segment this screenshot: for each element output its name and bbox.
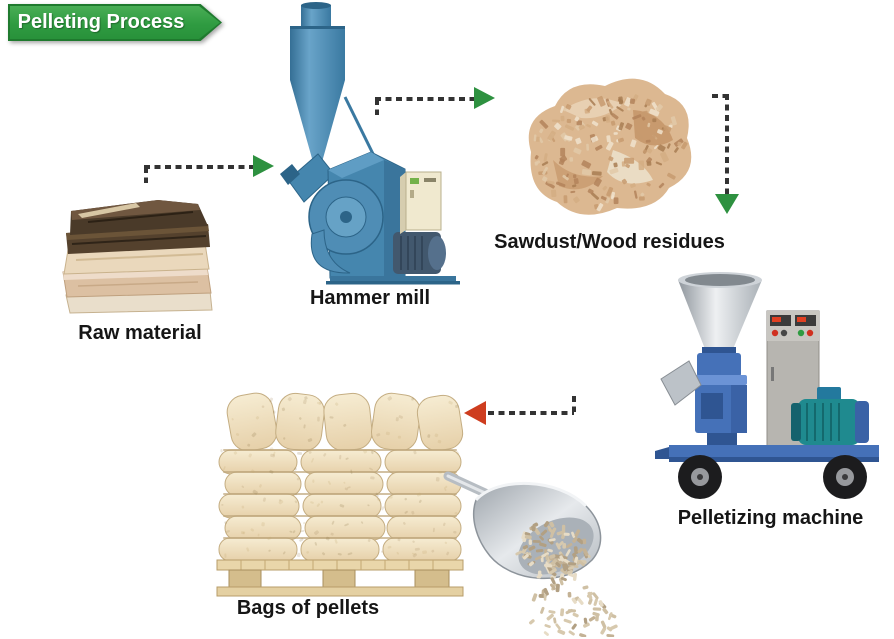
bag-stack bbox=[218, 392, 464, 562]
raw-material-label: Raw material bbox=[78, 322, 202, 344]
dash-elbow-tick bbox=[572, 396, 576, 412]
green-arrowhead-right-icon bbox=[474, 87, 495, 109]
dash-elbow-tick bbox=[375, 99, 379, 115]
sawdust-texture bbox=[533, 94, 688, 212]
motor bbox=[393, 232, 446, 274]
banner-arrow-shape-inner bbox=[10, 6, 220, 39]
spilled-pellets bbox=[515, 521, 618, 637]
cyclone-separator bbox=[290, 2, 380, 176]
bag-texture bbox=[220, 396, 460, 558]
wood-stack bbox=[62, 200, 213, 314]
base-and-wheels bbox=[655, 445, 879, 499]
sawdust-pile bbox=[528, 78, 692, 215]
bags-of-pellets-image bbox=[216, 392, 464, 597]
hammer-mill-label: Hammer mill bbox=[309, 287, 431, 309]
control-cabinet bbox=[400, 171, 442, 234]
arrow-hammermill-to-sawdust bbox=[370, 86, 500, 120]
raw-material-image bbox=[62, 200, 213, 314]
dash-elbow-tick bbox=[712, 94, 728, 98]
banner-title: Pelleting Process bbox=[17, 11, 185, 33]
sawdust-label: Sawdust/Wood residues bbox=[494, 231, 725, 253]
pelletizing-machine-label: Pelletizing machine bbox=[677, 507, 864, 529]
dash-line bbox=[144, 165, 254, 169]
pellet-scoop-image bbox=[443, 471, 618, 637]
red-arrowhead-left-icon bbox=[464, 401, 486, 425]
arrow-pelletizer-to-bags bbox=[464, 390, 582, 430]
base-frame bbox=[326, 276, 460, 285]
dash-line bbox=[488, 411, 574, 415]
arrow-sawdust-to-pelletizer bbox=[706, 90, 750, 218]
hammer-mill-image bbox=[280, 2, 460, 285]
motor bbox=[791, 387, 869, 445]
blower-volute bbox=[308, 179, 384, 274]
dash-elbow-tick bbox=[144, 167, 148, 183]
sawdust-image bbox=[528, 78, 692, 215]
pellet-mill-head bbox=[660, 347, 747, 447]
bags-of-pellets-label: Bags of pellets bbox=[236, 597, 380, 619]
arrow-raw-to-hammermill bbox=[140, 154, 280, 188]
pelletizing-machine-image bbox=[655, 272, 879, 499]
green-arrowhead-right-icon bbox=[253, 155, 274, 177]
green-arrowhead-down-icon bbox=[715, 194, 739, 214]
pelleting-process-banner: Pelleting Process bbox=[8, 4, 222, 41]
dash-line bbox=[725, 94, 729, 194]
dash-line bbox=[375, 97, 475, 101]
wooden-pallet bbox=[216, 559, 464, 597]
hopper bbox=[678, 272, 762, 349]
